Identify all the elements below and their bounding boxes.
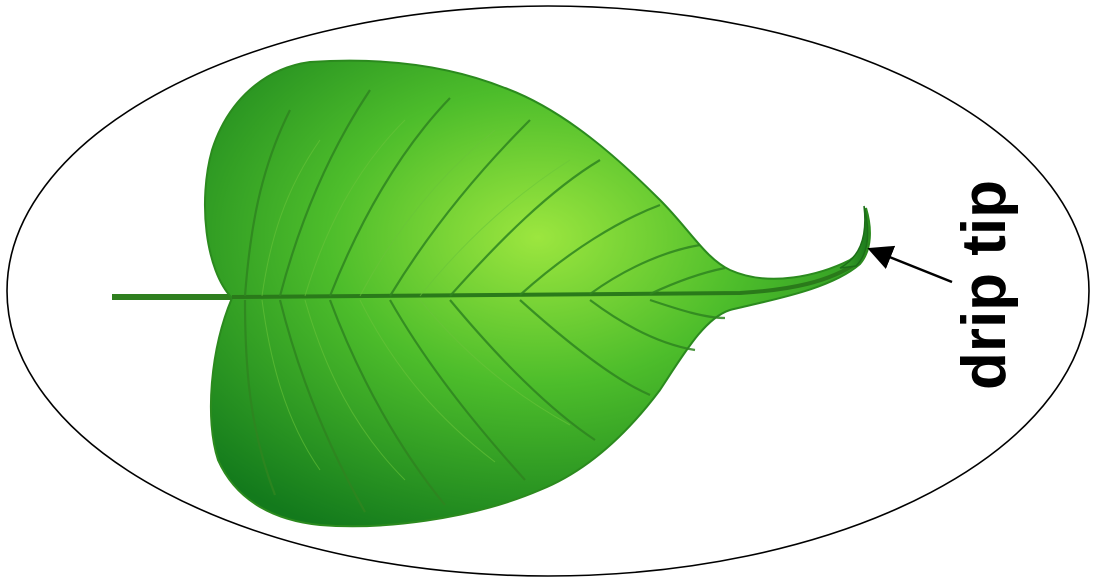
drip-tip-label: drip tip: [954, 180, 1016, 390]
pointer-arrow: [872, 250, 952, 282]
leaf-stem: [112, 294, 232, 300]
